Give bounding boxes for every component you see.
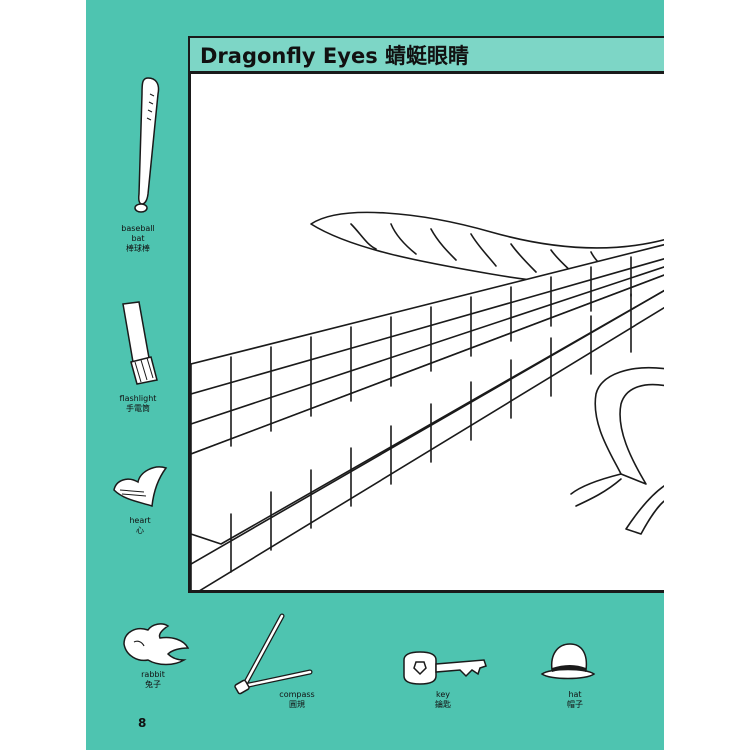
- item-name: compass: [279, 690, 315, 699]
- compass-icon: [224, 612, 314, 706]
- item-name: flashlight: [119, 394, 157, 403]
- sidebar-item-label: heart 心: [105, 516, 175, 536]
- item-name-chinese: 手電筒: [126, 404, 150, 413]
- item-name: key: [435, 690, 450, 699]
- dragonfly-leg: [594, 366, 664, 485]
- item-name-chinese: 鑰匙: [435, 700, 451, 709]
- hidden-picture-illustration: [188, 71, 664, 593]
- baseball-bat-icon: [126, 74, 166, 228]
- key-icon: [400, 650, 490, 690]
- flashlight-icon: [115, 300, 165, 390]
- heart-icon: [110, 462, 170, 514]
- title-band: [188, 36, 664, 71]
- sidebar-item-label: baseball bat 棒球棒: [103, 224, 173, 254]
- bottom-item-label: compass 圓規: [262, 690, 332, 710]
- hat-icon: [540, 640, 596, 694]
- rabbit-icon: [118, 620, 192, 672]
- item-name: bat: [131, 234, 145, 243]
- bottom-item-label: hat 帽子: [540, 690, 610, 710]
- item-name-chinese: 心: [136, 526, 144, 535]
- page-number: 8: [138, 716, 147, 730]
- item-name-chinese: 兔子: [145, 680, 161, 689]
- item-name: hat: [568, 690, 582, 699]
- bottom-item-label: rabbit 兔子: [118, 670, 188, 690]
- page-title: Dragonfly Eyes 蜻蜓眼睛: [200, 44, 470, 68]
- item-name: baseball: [121, 224, 155, 233]
- item-name-chinese: 帽子: [567, 700, 583, 709]
- dragonfly-upper-wing: [191, 243, 664, 455]
- dragonfly-middle-wing: [191, 274, 664, 545]
- sidebar-item-label: flashlight 手電筒: [103, 394, 173, 414]
- item-name-chinese: 圓規: [289, 700, 305, 709]
- bottom-item-label: key 鑰匙: [408, 690, 478, 710]
- item-name: rabbit: [141, 670, 165, 679]
- item-name: heart: [129, 516, 151, 525]
- item-name-chinese: 棒球棒: [126, 244, 150, 253]
